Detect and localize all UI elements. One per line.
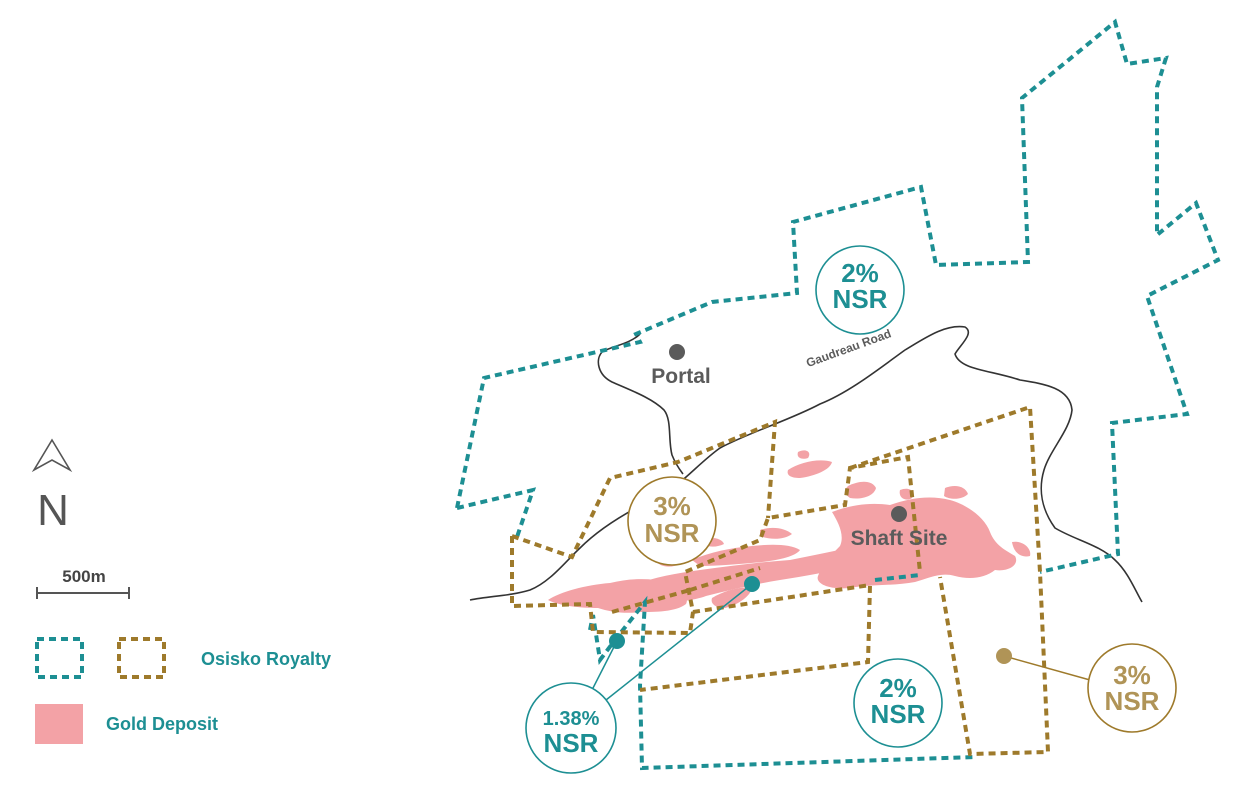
- royalty-pct: 3%: [1113, 660, 1151, 690]
- royalty-pct: 2%: [841, 258, 879, 288]
- north-arrow: N: [31, 438, 73, 535]
- gold-deposit-area: [548, 450, 1031, 613]
- teal-boundary-south: [588, 595, 976, 771]
- portal-label: Portal: [651, 365, 711, 388]
- shaft-site-label: Shaft Site: [851, 527, 948, 550]
- royalty-type: NSR: [645, 518, 700, 548]
- royalty-type: NSR: [544, 728, 599, 758]
- teal-marker-center: [744, 576, 760, 592]
- osisko-gold-boundaries: [510, 404, 1051, 757]
- north-arrow-icon: [31, 438, 73, 473]
- royalty-badge-west-3pct: 3% NSR: [627, 476, 717, 566]
- gold-boundary-northeast: [849, 404, 1051, 757]
- legend-teal-swatch: [35, 637, 84, 679]
- royalty-type: NSR: [871, 699, 926, 729]
- teal-boundary-north: [455, 18, 1221, 574]
- legend-deposit-swatch: [35, 704, 83, 744]
- scale-bar: 500m: [36, 567, 130, 599]
- gold-marker-east: [996, 648, 1012, 664]
- shaft-site-marker: [891, 506, 907, 522]
- teal-boundary-inner: [874, 573, 921, 582]
- royalty-type: NSR: [1105, 686, 1160, 716]
- royalty-badge-north-2pct: 2% NSR: [815, 245, 905, 335]
- royalty-type: NSR: [833, 284, 888, 314]
- gold-boundary-south: [639, 582, 873, 692]
- royalty-pct: 2%: [879, 673, 917, 703]
- gold-boundary-northwest: [511, 418, 778, 560]
- gaudreau-road: [469, 325, 1143, 603]
- legend-royalty-label: Osisko Royalty: [201, 649, 331, 669]
- royalty-badge-south-1-38pct: 1.38% NSR: [525, 682, 617, 774]
- royalty-pct: 3%: [653, 491, 691, 521]
- osisko-teal-boundaries: [455, 18, 1221, 771]
- portal-marker: [669, 344, 685, 360]
- royalty-pct: 1.38%: [543, 708, 600, 730]
- royalty-badge-east-3pct: 3% NSR: [1087, 643, 1177, 733]
- teal-boundary-north-west-tail: [456, 487, 537, 538]
- legend-deposit-label: Gold Deposit: [106, 714, 218, 734]
- legend-gold-swatch: [117, 637, 166, 679]
- royalty-badge-south-2pct: 2% NSR: [853, 658, 943, 748]
- teal-marker-west: [609, 633, 625, 649]
- scale-bar-line: [36, 587, 130, 599]
- legend: N 500m Osisko Royalty Gold Deposit: [31, 438, 331, 744]
- north-label: N: [37, 486, 69, 535]
- gold-boundary-inner: [611, 566, 761, 614]
- scale-label: 500m: [62, 567, 105, 586]
- leader-lines: [591, 583, 1091, 701]
